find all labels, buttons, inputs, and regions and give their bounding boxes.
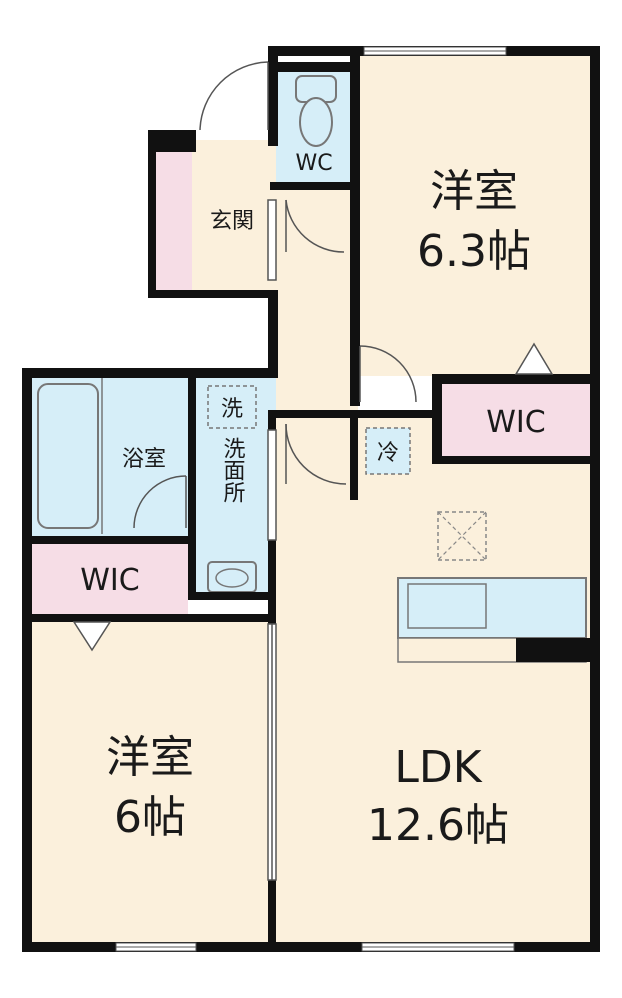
floor-ldk: [276, 410, 592, 946]
room-size-western-2: 6帖: [114, 792, 186, 843]
room-size-western-1: 6.3帖: [417, 226, 531, 277]
room-name-entrance: 玄関: [210, 209, 254, 234]
room-name-western-1: 洋室: [430, 166, 518, 217]
room-name-wic-left: WIC: [80, 563, 139, 598]
room-name-washroom: 洗面所: [220, 437, 246, 503]
wic-left-door-marker: [72, 621, 112, 652]
washer-space: [207, 385, 257, 429]
room-name-toilet: WC: [295, 151, 332, 176]
kitchen-sink: [407, 583, 487, 629]
room-name-western-2: 洋室: [106, 732, 194, 783]
washbasin-bowl: [215, 568, 249, 588]
doors: [133, 61, 417, 881]
kitchen-counter: [397, 577, 587, 639]
ceiling-hatch: [437, 511, 487, 561]
floor-hall: [276, 185, 358, 410]
room-name-bathroom: 浴室: [122, 447, 166, 472]
fridge-space: [365, 427, 411, 475]
room-name-ldk: LDK: [394, 742, 482, 793]
bathtub: [37, 383, 99, 529]
floor-western-room-1: [358, 54, 592, 376]
wic-top-door-marker: [514, 342, 554, 375]
svg-text:洗面所: 洗面所: [220, 437, 246, 503]
floor-wic-top: [440, 382, 592, 458]
ceiling-hatch-x2: [437, 511, 487, 561]
windows: [115, 46, 515, 952]
floor-genkan-tile: [156, 152, 192, 292]
toilet-bowl: [299, 97, 333, 147]
kitchen-column: [516, 638, 598, 662]
room-size-ldk: 12.6帖: [367, 800, 509, 851]
fridge-label: 冷: [377, 441, 399, 466]
floor-western-room-2: [30, 620, 276, 946]
floor-entrance: [192, 140, 276, 292]
ceiling-hatch-x1: [437, 511, 487, 561]
room-name-wic-top: WIC: [486, 405, 545, 440]
washer-label: 洗: [221, 397, 243, 422]
floor-wic-left: [30, 544, 188, 620]
floor-washroom: [196, 376, 276, 594]
